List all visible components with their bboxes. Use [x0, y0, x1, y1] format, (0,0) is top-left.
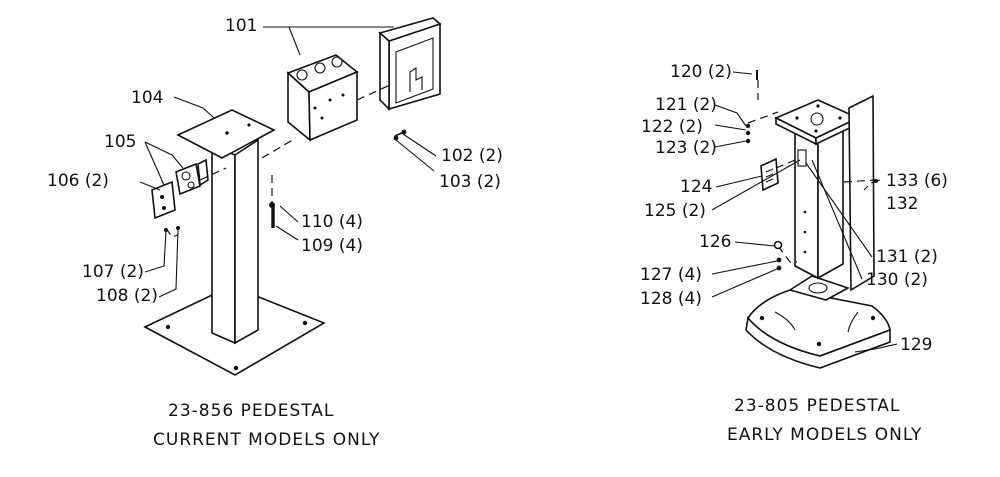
callout-129: 129	[900, 335, 932, 355]
electrical-box	[286, 54, 359, 142]
right-caption-subtitle: EARLY MODELS ONLY	[727, 425, 922, 445]
receptacle-assembly	[151, 158, 209, 220]
callout-127: 127 (4)	[640, 265, 702, 285]
callout-103: 103 (2)	[439, 172, 501, 192]
callout-130: 130 (2)	[866, 270, 928, 290]
box-cover-plate	[378, 17, 442, 111]
callout-102: 102 (2)	[441, 146, 503, 166]
callout-121: 121 (2)	[655, 95, 717, 115]
callout-108: 108 (2)	[96, 286, 158, 306]
right-pedestal-assembly: 120 (2) 121 (2) 122 (2) 123 (2) 124 125 …	[640, 62, 948, 445]
right-base	[745, 275, 891, 369]
right-caption-title: 23-805 PEDESTAL	[734, 396, 900, 416]
callout-123: 123 (2)	[655, 138, 717, 158]
left-pedestal-column	[211, 138, 259, 345]
left-caption-subtitle: CURRENT MODELS ONLY	[153, 430, 380, 450]
callout-122: 122 (2)	[641, 117, 703, 137]
callout-107: 107 (2)	[82, 262, 144, 282]
callout-131: 131 (2)	[876, 247, 938, 267]
callout-133: 133 (6)	[886, 171, 948, 191]
callout-105: 105	[104, 132, 136, 152]
callout-125: 125 (2)	[644, 201, 706, 221]
callout-104: 104	[131, 88, 163, 108]
callout-128: 128 (4)	[640, 289, 702, 309]
callout-110: 110 (4)	[301, 212, 363, 232]
right-pedestal-column	[794, 126, 844, 280]
callout-106: 106 (2)	[47, 171, 109, 191]
callout-132: 132	[886, 194, 918, 214]
left-caption-title: 23-856 PEDESTAL	[168, 401, 334, 421]
side-panel	[848, 94, 875, 292]
callout-124: 124	[680, 177, 712, 197]
right-top-plate	[774, 99, 860, 146]
callout-109: 109 (4)	[301, 236, 363, 256]
callout-120: 120 (2)	[670, 62, 732, 82]
left-pedestal-assembly: 101 104 105 106 (2) 107 (2) 108 (2) 102 …	[47, 16, 503, 450]
callout-101: 101	[225, 16, 257, 36]
callout-126: 126	[699, 232, 731, 252]
